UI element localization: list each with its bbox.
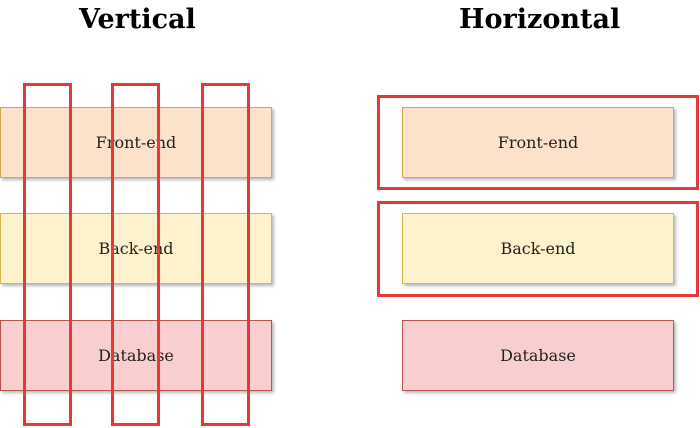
vertical-backend-layer: Back-end	[0, 213, 272, 284]
horizontal-backend-layer: Back-end	[402, 213, 674, 284]
horizontal-title: Horizontal	[459, 4, 621, 35]
horizontal-frontend-layer: Front-end	[402, 107, 674, 178]
horizontal-database-layer: Database	[402, 320, 674, 391]
vertical-frontend-layer: Front-end	[0, 107, 272, 178]
vertical-database-layer: Database	[0, 320, 272, 391]
vertical-title: Vertical	[79, 4, 196, 35]
